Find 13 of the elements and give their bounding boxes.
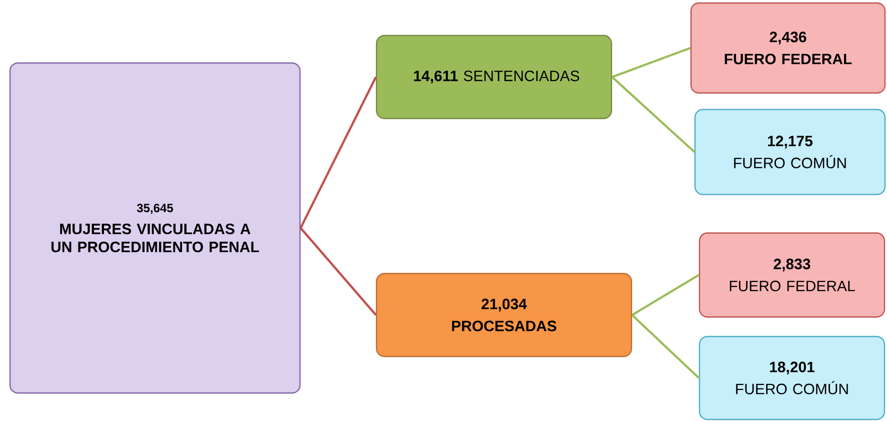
connector-line — [611, 76, 696, 153]
connector-line — [631, 314, 700, 379]
connector-line — [632, 274, 700, 316]
connector-line — [612, 46, 691, 78]
count-box: 2,833 FUERO FEDERAL — [698, 232, 886, 318]
connector-line — [300, 227, 377, 316]
connector-line — [300, 76, 377, 228]
count-box: 2,436 FUERO FEDERAL — [690, 2, 886, 94]
summary-box: 35,645 MUJERES VINCULADAS A UN PROCEDIMIENTO PENAL — [9, 62, 301, 394]
count-box: 12,175 FUERO COMÚN — [694, 108, 886, 196]
category-box: 14,611 SENTENCIADAS — [376, 34, 612, 120]
count-box: 18,201 FUERO COMÚN — [698, 336, 886, 420]
category-box: 21,034 PROCESADAS — [376, 272, 632, 358]
